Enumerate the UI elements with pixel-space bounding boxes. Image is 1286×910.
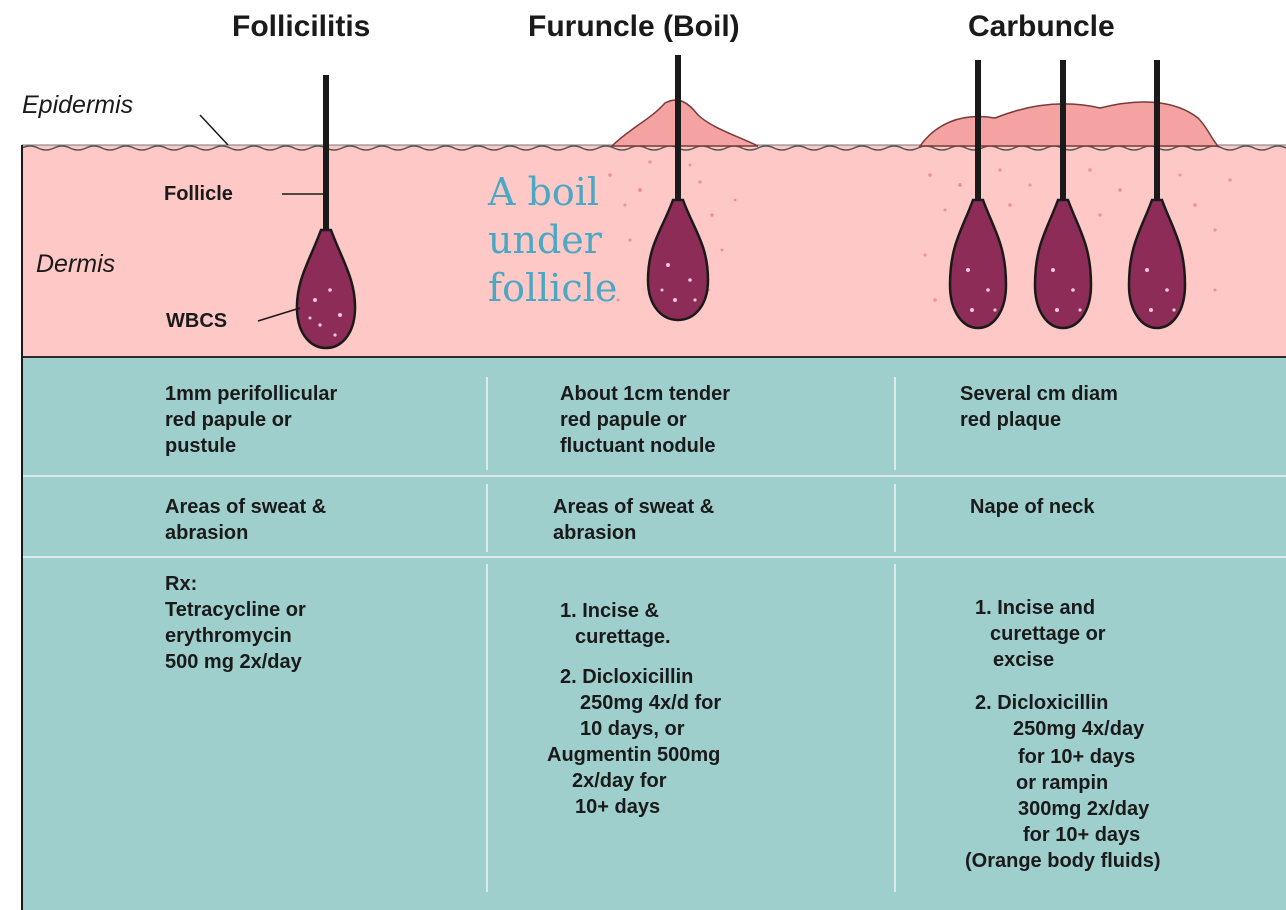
annotation-line: under	[488, 216, 617, 264]
carbuncle-bump	[920, 102, 1218, 146]
label-wbcs: WBCS	[166, 310, 227, 333]
label-dermis: Dermis	[36, 250, 115, 279]
cell-furuncle-location: Areas of sweat &abrasion	[553, 494, 714, 546]
annotation-line: follicle	[488, 264, 617, 312]
cell-carbuncle-location: Nape of neck	[970, 494, 1094, 520]
header-furuncle: Furuncle (Boil)	[528, 10, 740, 44]
label-follicle: Follicle	[164, 183, 233, 206]
header-follicilitis: Follicilitis	[232, 10, 370, 44]
cell-follicilitis-treatment: Rx: Tetracycline or erythromycin 500 mg …	[165, 571, 306, 675]
label-epidermis: Epidermis	[22, 91, 133, 120]
epidermis-leader	[200, 115, 228, 145]
annotation-line: A boil	[488, 168, 617, 216]
boil-annotation: A boil under follicle	[488, 168, 617, 312]
cell-follicilitis-location: Areas of sweat &abrasion	[165, 494, 326, 546]
furuncle-bump	[612, 100, 758, 146]
header-carbuncle: Carbuncle	[968, 10, 1115, 44]
